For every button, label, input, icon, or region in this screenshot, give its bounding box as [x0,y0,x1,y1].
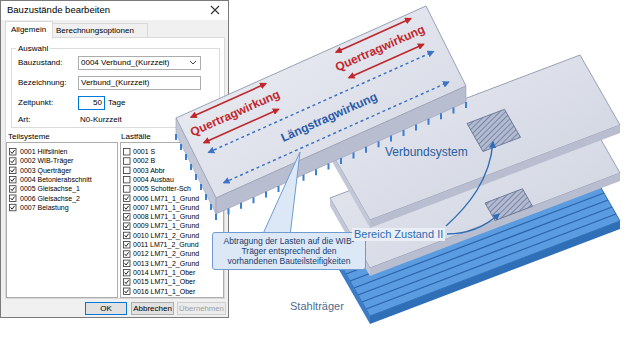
dialog-window: Bauzustände bearbeitenAuswahl 0004 Verbun… [0,0,229,318]
number-field: 50 [78,96,105,110]
list-item: 0007 Belastung [20,203,69,212]
list-item: 0006 Gleisachse_2 [20,194,80,203]
list-item: 0005 Gleisachse_1 [20,184,80,193]
button-label: OK [100,303,112,314]
button: Abbrechen [131,302,174,315]
field-value: N0-Kurzzeit [80,115,122,125]
list-item: 0005 Schotter-Sch [133,184,191,193]
text-field: Verbund_(Kurzzeit) [78,76,201,90]
list-item: 0010 LM71_2_Grund [133,231,199,240]
button: Übernehmen [177,302,226,315]
button-label: Übernehmen [179,303,224,314]
effect-label: Quertragwirkung [333,22,427,74]
part-label: Verbundsystem [385,145,468,159]
dialog-frame [1,1,229,318]
tab-label: Berechnungsoptionen [56,26,134,36]
field-label: Zeitpunkt: [18,98,53,108]
list-item: 0002 B [133,156,155,165]
list-item: 0014 LM71_1_Ober [133,268,195,277]
list-item: 0001 S [133,147,155,156]
callout-box: Abtragung der Lasten auf die WIB-Träger … [212,232,366,270]
group-title: Auswahl [16,44,50,54]
field-label: Bezeichnung: [18,78,66,88]
bridge-slab [176,6,466,220]
field-value: 50 [93,97,102,109]
list-title: Lastfälle [121,132,151,142]
list-item: 0002 WIB-Träger [20,156,73,165]
effect-label: Längstragwirkung [278,90,379,145]
list-item: 0003 Querträger [20,166,71,175]
list-item: 0004 Betonierabschnitt [20,175,92,184]
list-item: 0007 LM71_1_Grund [133,203,199,212]
list-item: 0004 Ausbau [133,175,174,184]
part-label: Bereich Zustand II [352,228,445,241]
window-title: Bauzustände bearbeiten [7,4,110,16]
list-title: Teilsysteme [8,132,50,142]
field-label: Art: [18,115,30,125]
list-item: 0011 LM71_2_Grund [133,240,199,249]
field-value: 0004 Verbund_(Kurzzeit) [81,57,170,69]
list-item: 0009 LM71_1_Grund [133,221,199,230]
list-item: 0003 Abbr [133,166,165,175]
list-item: 0008 LM71_1_Grund [133,212,199,221]
list-item: 0012 LM71_2_Grund [133,249,199,258]
list-box: Lastfälle 0001 S0002 B0003 Abbr0004 Ausba… [120,131,224,298]
button: OK [85,302,127,315]
list-item: 0006 LM71_1_Grund [133,194,199,203]
button-label: Abbrechen [133,303,172,314]
list-item: 0016 LM71_1_Ober [133,287,195,296]
combo-box: 0004 Verbund_(Kurzzeit) [78,56,201,70]
effect-label: Quertragwirkung [188,87,282,139]
list-item: 0015 LM71_1_Ober [133,277,195,286]
list-box: Teilsysteme 0001 Hilfslinien0002 WIB-Träg… [6,131,118,298]
callout-pointer [262,152,300,236]
field-label: Bauzustand: [18,58,62,68]
field-value: Verbund_(Kurzzeit) [81,77,149,89]
tab-label: Allgemein [11,25,46,35]
list-item: 0001 Hilfslinien [20,147,67,156]
list-item: 0013 LM71_2_Grund [133,259,199,268]
callout-text: Abtragung der Lasten auf die WIB-Träger … [218,236,360,266]
unit-label: Tage [108,98,125,108]
part-label: Stahlträger [290,300,344,313]
